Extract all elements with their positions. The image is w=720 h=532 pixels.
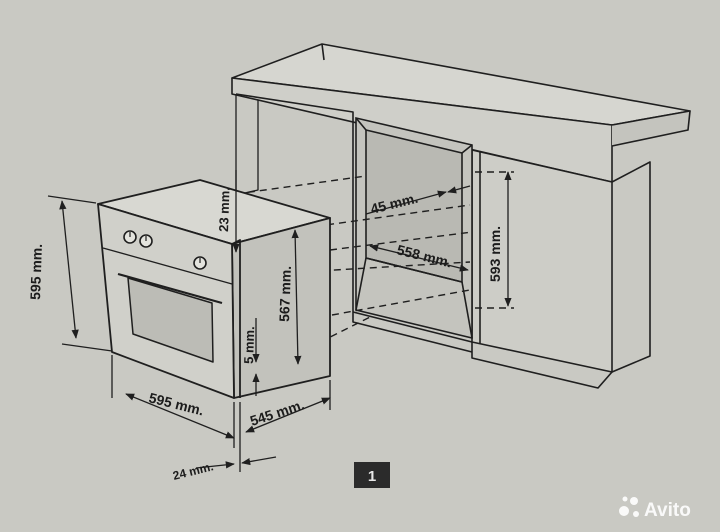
niche-height-label: 593 mm. [487,226,503,282]
avito-watermark: Avito [619,496,691,521]
figure-number-text: 1 [368,468,376,485]
oven-niche [355,116,473,340]
avito-watermark-text: Avito [644,500,691,521]
front-depth-label: 24 mm. [171,459,215,483]
oven-knobs [123,230,207,270]
kitchen-cabinet [231,43,691,389]
oven-height-label: 595 mm. [27,244,45,301]
oven-unit [97,179,331,399]
inner-height-label: 567 mm. [276,266,294,323]
avito-logo-icon [619,496,639,517]
oven-depth-label: 545 mm. [248,396,306,429]
top-gap-label: 23 mm. [216,187,233,232]
figure-number-badge: 1 [354,462,390,488]
dimension-lines [47,170,512,472]
bottom-gap-label: 5 mm. [241,326,257,364]
